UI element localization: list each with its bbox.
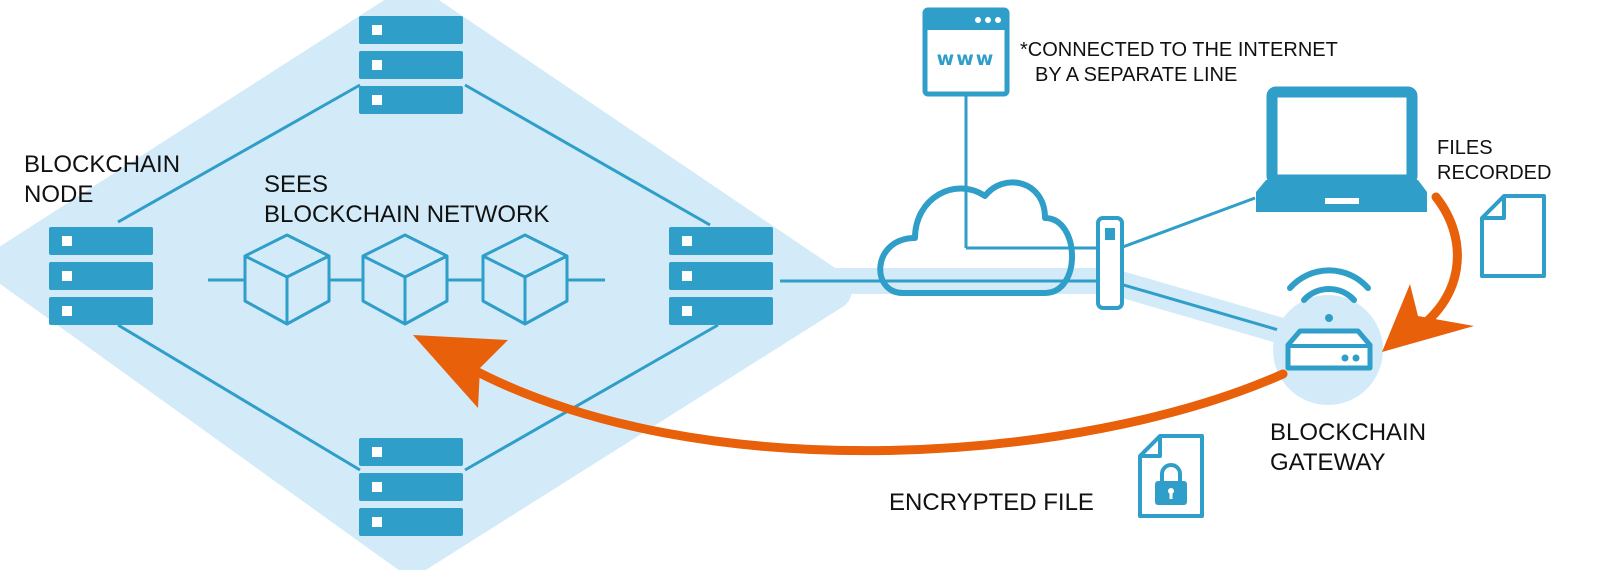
files-to-gateway-arrowhead — [1382, 284, 1474, 352]
server-icon — [359, 16, 463, 114]
cube-icon — [243, 233, 331, 326]
server-icon — [49, 227, 153, 325]
node-label-line1: BLOCKCHAIN — [24, 151, 180, 178]
internet-note-line2: BY A SEPARATE LINE — [1035, 64, 1237, 86]
browser-window-icon: www — [922, 7, 1010, 97]
wifi-icon — [1287, 267, 1371, 322]
www-label: www — [937, 48, 996, 70]
document-icon — [1480, 194, 1546, 278]
lock-file-icon — [1138, 434, 1204, 518]
encrypted-file-label: ENCRYPTED FILE — [889, 489, 1094, 516]
cloud-icon — [877, 179, 1075, 296]
server-icon — [669, 227, 773, 325]
gateway-label-line2: GATEWAY — [1270, 449, 1386, 476]
router-icon — [1285, 328, 1373, 371]
gateway-to-network-arrowhead — [413, 335, 508, 408]
files-label-line2: RECORDED — [1437, 162, 1551, 184]
server-icon — [359, 438, 463, 536]
laptop-link — [1119, 196, 1256, 250]
node-links — [117, 83, 719, 472]
node-label-line2: NODE — [24, 181, 93, 208]
network-label-line2: BLOCKCHAIN NETWORK — [264, 201, 549, 228]
laptop-icon — [1256, 86, 1427, 212]
cube-icon — [361, 233, 449, 326]
gateway-to-network-arrow — [465, 363, 1288, 456]
internet-note-line1: *CONNECTED TO THE INTERNET — [1020, 39, 1338, 61]
network-label-line1: SEES — [264, 171, 328, 198]
cube-icon — [481, 233, 569, 326]
firewall-icon — [1096, 216, 1124, 310]
gateway-label-line1: BLOCKCHAIN — [1270, 419, 1426, 446]
files-label-line1: FILES — [1437, 137, 1493, 159]
